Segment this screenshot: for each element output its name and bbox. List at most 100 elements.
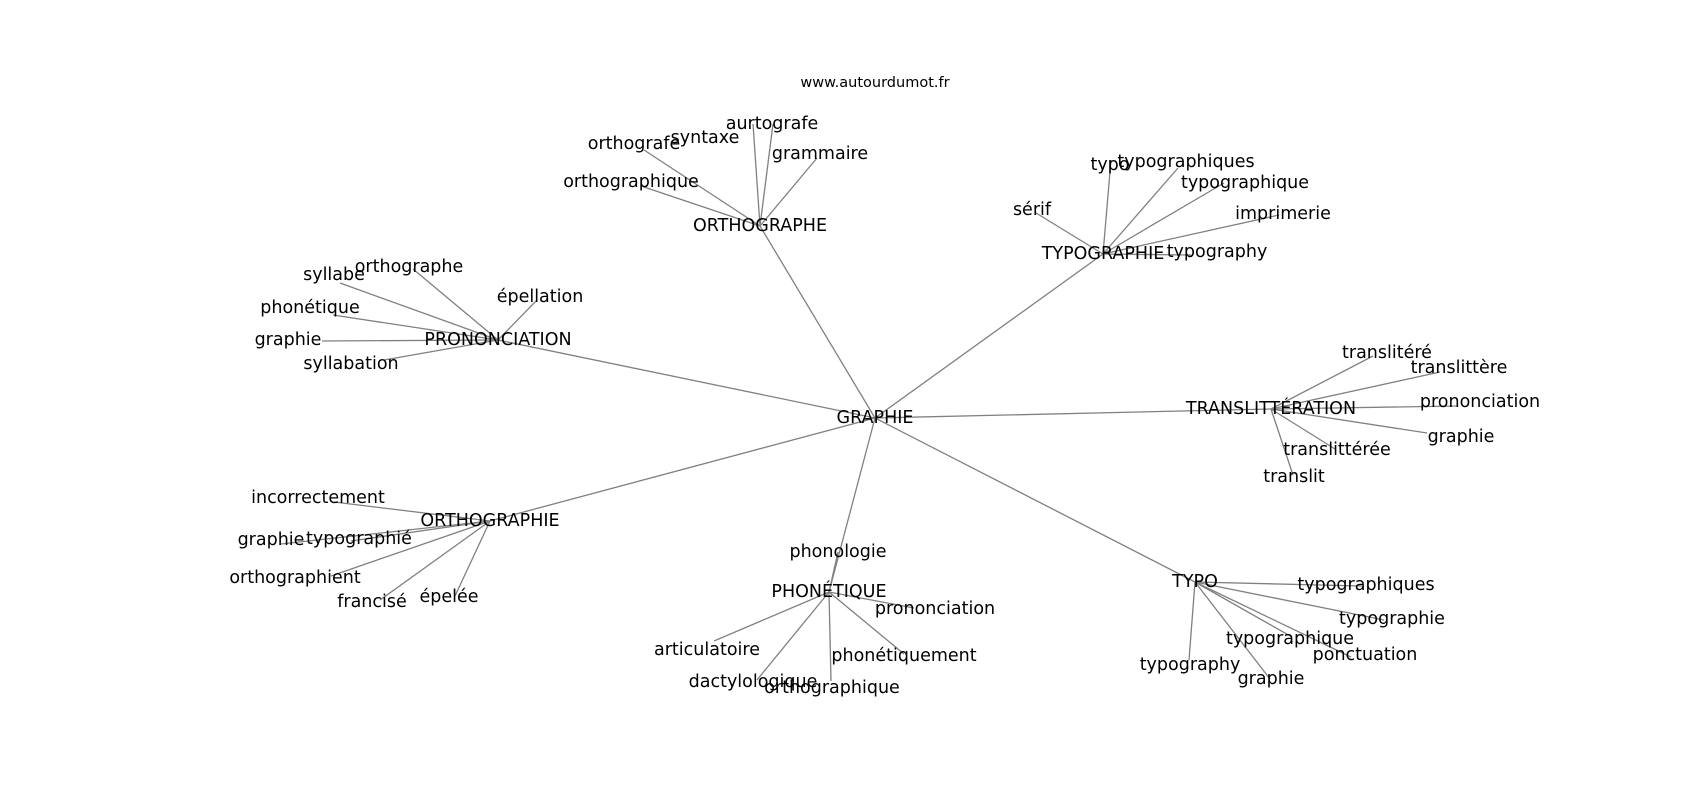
leaf-node: orthographient: [229, 568, 361, 588]
hub-node: TRANSLITTÉRATION: [1185, 397, 1356, 419]
leaf-node: phonologie: [789, 542, 886, 562]
leaf-node: graphie: [1428, 427, 1495, 447]
hub-leaf-edge: [280, 520, 491, 545]
hub-leaf-edge: [1270, 408, 1294, 476]
hub-leaf-edge: [454, 520, 491, 597]
hub-leaf-edge: [828, 591, 905, 655]
leaf-node: translittère: [1411, 358, 1508, 378]
leaf-node: aurtografe: [726, 114, 819, 134]
hub-node: PRONONCIATION: [424, 330, 571, 350]
hub-leaf-edge: [339, 282, 499, 341]
hub-leaf-edge: [643, 149, 761, 227]
leaf-node: typographique: [1226, 629, 1354, 649]
leaf-node: translitéré: [1342, 343, 1432, 363]
leaf-node: prononciation: [875, 599, 995, 619]
labels: GRAPHIE ORTHOGRAPHE orthografesyntaxeaurto…: [229, 114, 1540, 698]
hub-leaf-edge: [752, 123, 761, 227]
leaf-node: articulatoire: [654, 640, 760, 660]
leaf-node: imprimerie: [1235, 204, 1331, 224]
hub-leaf-edge: [1270, 408, 1428, 434]
root-hub-edge: [874, 408, 1272, 419]
hub-leaf-edge: [1194, 581, 1293, 638]
leaf-node: graphie: [238, 530, 305, 550]
hub-leaf-edge: [1194, 581, 1271, 680]
leaf-node: typography: [1140, 655, 1241, 675]
hub-leaf-edge: [412, 268, 499, 341]
hub-leaf-edge: [640, 185, 761, 227]
hub-leaf-edge: [1194, 581, 1385, 621]
leaf-node: ponctuation: [1313, 645, 1418, 665]
leaf-node: typographiques: [1297, 575, 1434, 595]
root-hub-edge: [874, 253, 1104, 419]
hub-leaf-edge: [1270, 408, 1336, 450]
leaf-node: graphie: [255, 330, 322, 350]
hub-leaf-edge: [828, 551, 839, 593]
leaf-node: épelée: [419, 587, 478, 607]
leaf-node: épellation: [497, 287, 584, 307]
root-hub-edge: [874, 417, 1196, 583]
hub-leaf-edge: [1102, 253, 1192, 256]
leaf-node: prononciation: [1420, 392, 1540, 412]
hub-leaf-edge: [759, 157, 818, 227]
leaf-node: typo: [1090, 155, 1129, 175]
leaf-node: typographiques: [1117, 152, 1254, 172]
leaf-node: translittérée: [1283, 440, 1391, 460]
root-hub-edge: [759, 225, 876, 419]
hub-leaf-edge: [756, 591, 830, 681]
leaf-node: orthographique: [764, 678, 900, 698]
leaf-node: graphie: [1238, 669, 1305, 689]
leaf-node: typography: [1167, 242, 1268, 262]
root-hub-edge: [489, 417, 876, 522]
root-hub-edge: [828, 417, 876, 593]
hub-leaf-edge: [1194, 581, 1363, 587]
hub-node: ORTHOGRAPHE: [693, 216, 827, 236]
leaf-node: syllabe: [303, 265, 365, 285]
leaf-node: dactylologique: [689, 672, 818, 692]
hub-leaf-edge: [1035, 212, 1104, 255]
leaf-node: orthographe: [355, 257, 464, 277]
hub-leaf-edge: [828, 591, 832, 682]
hub-leaf-edge: [332, 314, 499, 341]
leaf-node: typographié: [306, 529, 412, 549]
hub-node: ORTHOGRAPHIE: [420, 511, 559, 531]
leaf-node: phonétiquement: [831, 646, 976, 666]
leaf-node: incorrectement: [251, 488, 385, 508]
hub-leaf-edge: [1102, 159, 1112, 255]
hub-leaf-edge: [321, 339, 499, 342]
leaf-node: syntaxe: [671, 128, 740, 148]
hub-node: PHONÉTIQUE: [771, 580, 886, 602]
hub-leaf-edge: [497, 299, 538, 341]
hub-leaf-edge: [1102, 167, 1179, 255]
hub-leaf-edge: [1194, 581, 1352, 658]
edges: [280, 123, 1458, 682]
hub-leaf-edge: [333, 501, 491, 522]
leaf-node: syllabation: [303, 354, 398, 374]
leaf-node: francisé: [337, 592, 407, 612]
hub-leaf-edge: [379, 520, 491, 601]
hub-leaf-edge: [1270, 355, 1374, 410]
hub-leaf-edge: [1102, 214, 1280, 255]
hub-leaf-edge: [828, 591, 915, 609]
leaf-node: orthografe: [588, 134, 681, 154]
leaf-node: sérif: [1013, 200, 1052, 220]
hub-leaf-edge: [759, 123, 774, 227]
leaf-node: typographique: [1181, 173, 1309, 193]
hub-node: TYPOGRAPHIE: [1041, 244, 1165, 264]
leaf-node: grammaire: [772, 144, 868, 164]
root-hub-edge: [497, 339, 876, 419]
leaf-node: orthographique: [563, 172, 699, 192]
hub-node: TYPO: [1171, 572, 1218, 592]
root-node: GRAPHIE: [837, 408, 914, 428]
leaf-node: translit: [1263, 467, 1325, 487]
hub-leaf-edge: [1188, 581, 1196, 661]
leaf-node: phonétique: [260, 298, 359, 318]
hub-leaf-edge: [1270, 371, 1441, 410]
leaf-node: typographie: [1339, 609, 1445, 629]
hub-leaf-edge: [713, 591, 830, 642]
source-url: www.autourdumot.fr: [800, 75, 949, 91]
hub-leaf-edge: [330, 520, 491, 577]
hub-leaf-edge: [383, 339, 499, 361]
hub-leaf-edge: [1270, 405, 1458, 410]
hub-leaf-edge: [350, 520, 491, 542]
